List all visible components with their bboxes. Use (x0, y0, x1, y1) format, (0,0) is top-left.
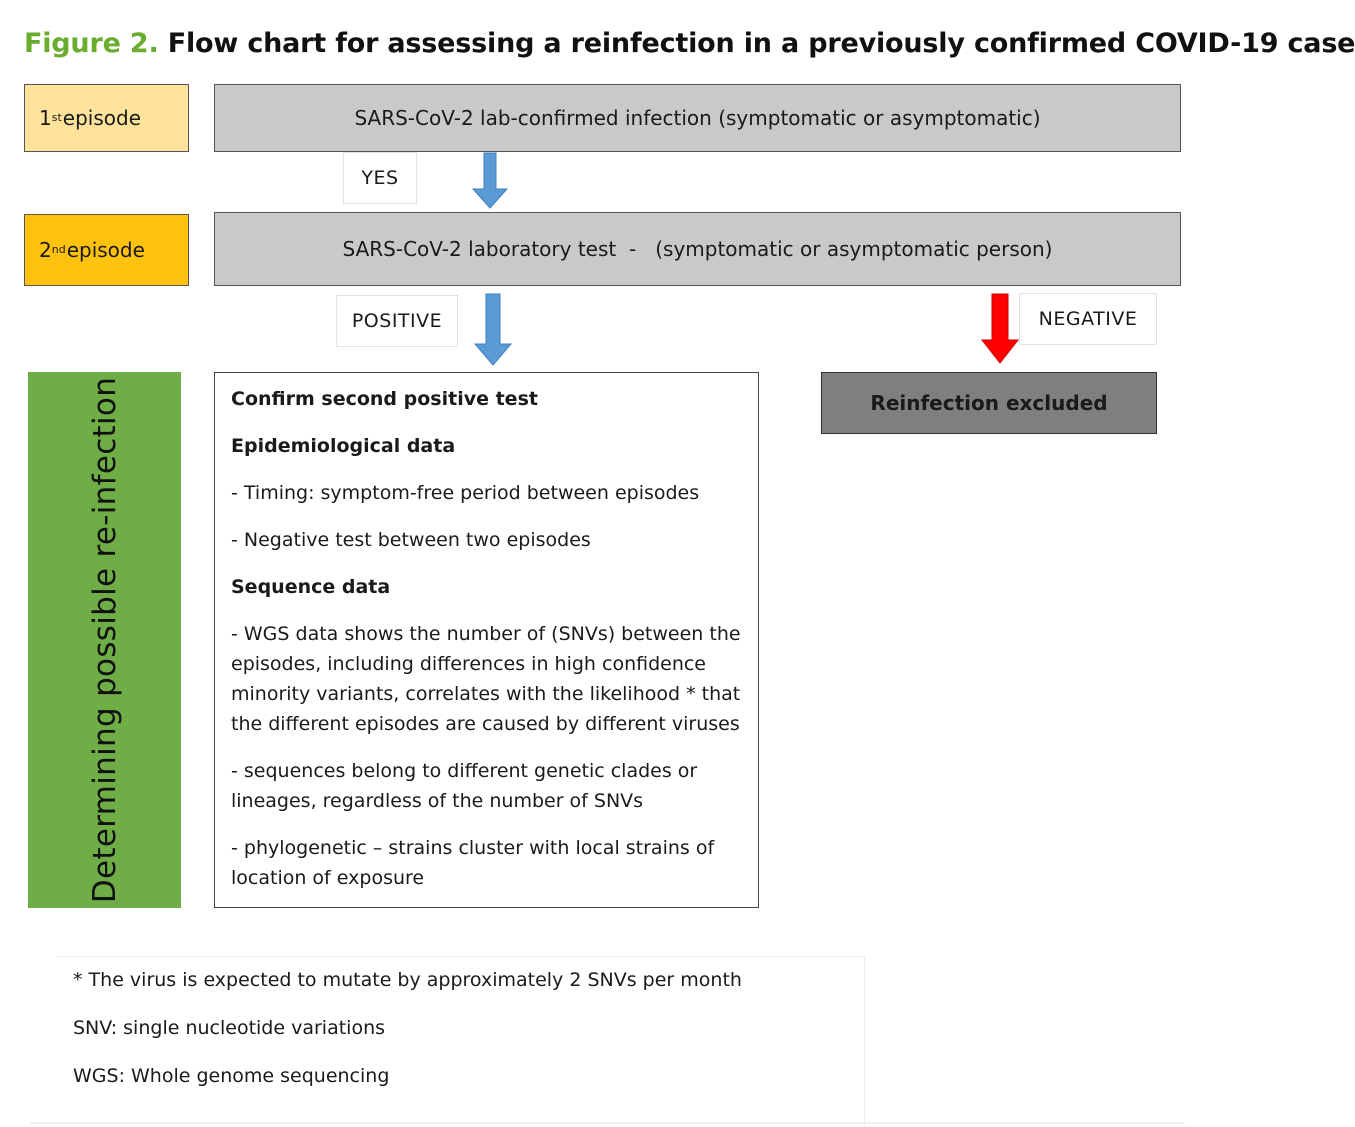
yes-label: YES (343, 152, 417, 204)
episode-2-label: episode (66, 238, 145, 262)
footnote-wgs: WGS: Whole genome sequencing (73, 1065, 390, 1087)
episode-1-label: episode (62, 106, 141, 130)
positive-label: POSITIVE (336, 295, 458, 347)
epidemiological-heading: Epidemiological data (231, 435, 456, 457)
side-label-box: Determining possible re-infection (28, 372, 181, 908)
episode-1-ordinal: 1 (39, 106, 52, 130)
negative-label: NEGATIVE (1019, 293, 1157, 345)
phylogenetic-item: - phylogenetic – strains cluster with lo… (231, 837, 715, 889)
footnote-snv: SNV: single nucleotide variations (73, 1017, 386, 1039)
figure-title-text: Flow chart for assessing a reinfection i… (167, 28, 1355, 59)
arrow-down-red-icon (980, 293, 1020, 364)
lab-confirmed-infection-box: SARS-CoV-2 lab-confirmed infection (symp… (214, 84, 1181, 152)
timing-item: - Timing: symptom-free period between ep… (231, 482, 700, 504)
confirm-heading: Confirm second positive test (231, 388, 538, 410)
wgs-item: - WGS data shows the number of (SNVs) be… (231, 623, 741, 735)
episode-2-ordinal: 2 (39, 238, 52, 262)
side-label: Determining possible re-infection (86, 376, 123, 904)
negative-test-item: - Negative test between two episodes (231, 529, 591, 551)
footnote-mutation: * The virus is expected to mutate by app… (73, 969, 742, 991)
bottom-divider (30, 1122, 1185, 1124)
figure-label: Figure 2. (24, 28, 159, 59)
sequence-heading: Sequence data (231, 576, 391, 598)
figure-title: Figure 2. Flow chart for assessing a rei… (24, 28, 1355, 59)
arrow-down-blue-icon (473, 293, 513, 366)
criteria-box: Confirm second positive test Epidemiolog… (214, 372, 759, 908)
arrow-down-blue-icon (471, 152, 509, 209)
footnotes: * The virus is expected to mutate by app… (56, 956, 865, 1127)
clades-item: - sequences belong to different genetic … (231, 760, 698, 812)
reinfection-excluded-box: Reinfection excluded (821, 372, 1157, 434)
laboratory-test-box: SARS-CoV-2 laboratory test - (symptomati… (214, 212, 1181, 286)
